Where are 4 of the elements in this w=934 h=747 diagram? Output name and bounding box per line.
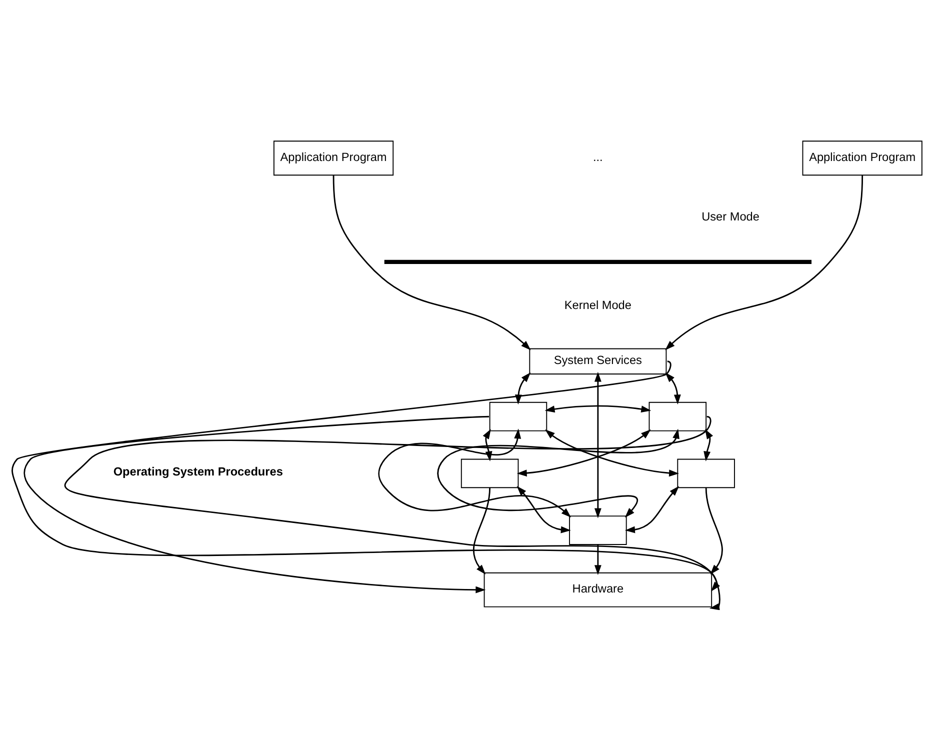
label: Kernel Mode bbox=[564, 297, 632, 312]
label: Operating System Procedures bbox=[113, 464, 283, 478]
label: User Mode bbox=[702, 208, 760, 223]
label: ... bbox=[593, 149, 603, 164]
